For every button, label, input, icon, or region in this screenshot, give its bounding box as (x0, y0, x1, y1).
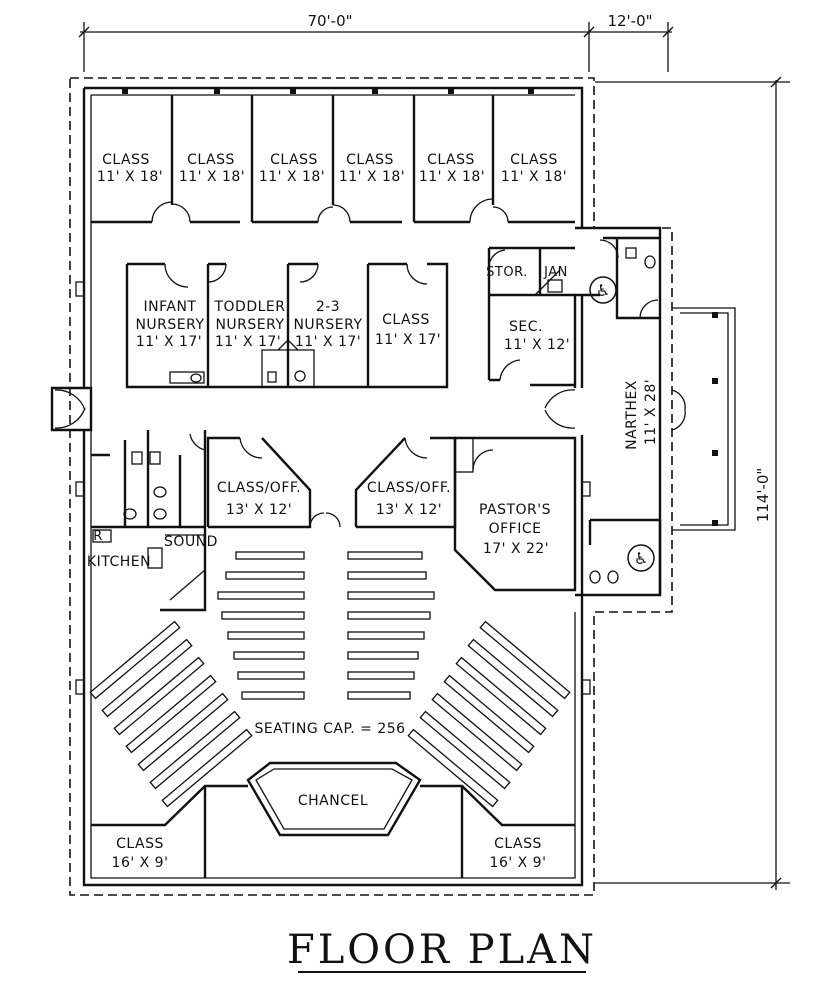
class-mid-size: 11' X 17' (375, 332, 441, 348)
pew (225, 571, 305, 580)
pew-rows (89, 551, 571, 808)
janitor-name: JAN (543, 265, 568, 280)
chancel-platform (91, 761, 575, 878)
narthex-area (575, 226, 736, 597)
two-three-nursery-name1: 2-3 (316, 299, 340, 315)
svg-text:♿: ♿ (596, 281, 610, 300)
pew (479, 620, 571, 700)
pew (227, 631, 305, 640)
refrigerator-mark: R (93, 529, 103, 544)
class-4-size: 11' X 18' (339, 169, 405, 185)
chancel-name: CHANCEL (298, 793, 368, 809)
svg-text:♿: ♿ (634, 549, 648, 568)
class-office-left-name: CLASS/OFF. (217, 480, 301, 496)
pew (89, 620, 181, 700)
pew (347, 571, 427, 580)
class-bottom-left-name: CLASS (116, 836, 164, 852)
class-1-name: CLASS (102, 152, 150, 168)
pew (347, 691, 411, 700)
pew (161, 728, 253, 808)
corridor-doors (50, 386, 576, 528)
pastors-office-name1: PASTOR'S (479, 502, 551, 518)
class-office-right-size: 13' X 12' (376, 502, 442, 518)
dimension-width-main: 70'-0" (307, 12, 352, 30)
pew (125, 674, 217, 754)
pew (149, 710, 241, 790)
dimension-lines (78, 22, 790, 890)
pastors-office-size: 17' X 22' (483, 541, 549, 557)
narthex-name: NARTHEX (624, 380, 640, 450)
pew (347, 631, 425, 640)
pew (467, 638, 559, 718)
wheelchair-icon: ♿ (627, 544, 655, 572)
pew (113, 656, 205, 736)
pew (347, 611, 431, 620)
pew (419, 710, 511, 790)
top-classrooms (91, 88, 575, 224)
class-5-name: CLASS (427, 152, 475, 168)
pew (237, 671, 305, 680)
roof-outline (69, 77, 673, 896)
two-three-nursery-size: 11' X 17' (295, 334, 361, 350)
class-1-size: 11' X 18' (97, 169, 163, 185)
class-4-name: CLASS (346, 152, 394, 168)
pew (347, 551, 423, 560)
toddler-nursery-name1: TODDLER (213, 299, 285, 315)
pew (455, 656, 547, 736)
infant-nursery-name2: NURSERY (135, 317, 204, 333)
dimension-depth: 114'-0" (754, 468, 772, 523)
class-office-left-size: 13' X 12' (226, 502, 292, 518)
pew (431, 692, 523, 772)
narthex-size: 11' X 28' (643, 379, 659, 445)
infant-nursery-size: 11' X 17' (136, 334, 202, 350)
class-bottom-left-size: 16' X 9' (112, 855, 169, 871)
secretary-name: SEC. (509, 319, 543, 335)
pew (221, 611, 305, 620)
class-3-name: CLASS (270, 152, 318, 168)
class-bottom-right-name: CLASS (494, 836, 542, 852)
pew (233, 651, 305, 660)
nursery-block (125, 262, 449, 389)
pew (443, 674, 535, 754)
pastors-office-name2: OFFICE (489, 521, 542, 537)
wheelchair-icon: ♿ (589, 276, 617, 304)
seating-capacity: SEATING CAP. = 256 (254, 721, 405, 737)
two-three-nursery-name2: NURSERY (293, 317, 362, 333)
exterior-walls (75, 86, 591, 887)
class-6-name: CLASS (510, 152, 558, 168)
kitchen-name: KITCHEN (87, 554, 151, 570)
pew (217, 591, 305, 600)
pew (347, 591, 435, 600)
class-mid-name: CLASS (382, 312, 430, 328)
class-bottom-right-size: 16' X 9' (490, 855, 547, 871)
class-2-name: CLASS (187, 152, 235, 168)
class-office-rooms (206, 436, 457, 529)
class-6-size: 11' X 18' (501, 169, 567, 185)
pew (101, 638, 193, 718)
toddler-nursery-size: 11' X 17' (215, 334, 281, 350)
pew (137, 692, 229, 772)
pew (347, 671, 415, 680)
storage-name: STOR. (486, 265, 528, 280)
left-service-rooms (91, 430, 207, 612)
pastors-office (453, 436, 577, 592)
pew (407, 728, 499, 808)
secretary-size: 11' X 12' (504, 337, 570, 353)
class-3-size: 11' X 18' (259, 169, 325, 185)
pew (241, 691, 305, 700)
sound-room-name: SOUND (164, 534, 218, 550)
class-office-right-name: CLASS/OFF. (367, 480, 451, 496)
pew (347, 651, 419, 660)
class-5-size: 11' X 18' (419, 169, 485, 185)
pew (235, 551, 305, 560)
toddler-nursery-name2: NURSERY (215, 317, 284, 333)
dimension-width-narthex: 12'-0" (607, 12, 652, 30)
infant-nursery-name1: INFANT (144, 299, 197, 315)
class-2-size: 11' X 18' (179, 169, 245, 185)
plan-title: FLOOR PLAN (287, 927, 597, 973)
